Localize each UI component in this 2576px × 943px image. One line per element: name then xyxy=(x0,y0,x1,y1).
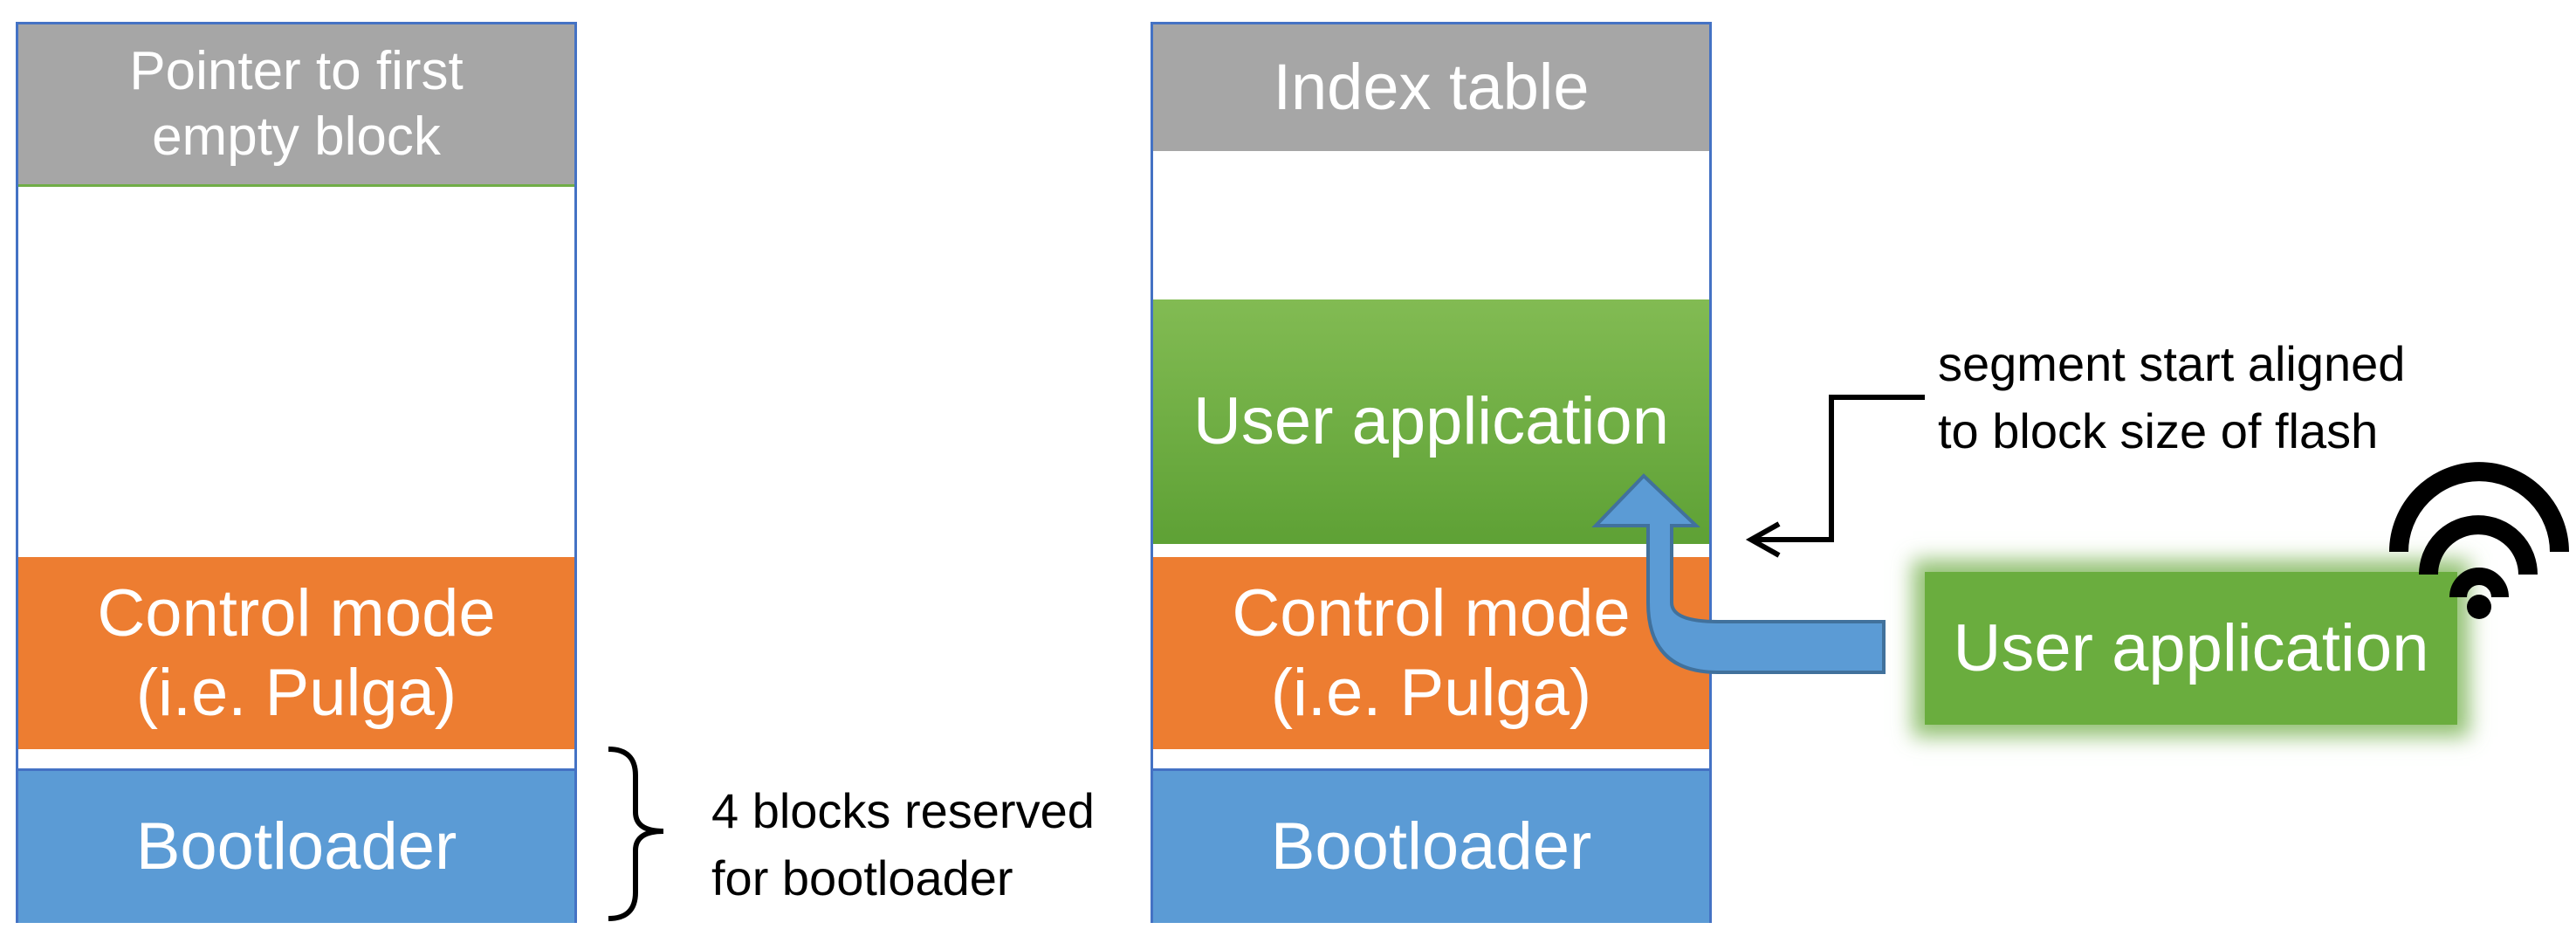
left-control-mode-block: Control mode (i.e. Pulga) xyxy=(18,557,574,749)
left-bootloader-block: Bootloader xyxy=(18,768,574,923)
right-control-mode-block: Control mode (i.e. Pulga) xyxy=(1153,557,1709,749)
incoming-user-application: User application xyxy=(1925,572,2457,725)
reserved-blocks-note: 4 blocks reserved for bootloader xyxy=(711,783,1095,906)
left-pointer-block: Pointer to first empty block xyxy=(18,24,574,187)
right-bootloader-block: Bootloader xyxy=(1153,768,1709,923)
left-memory-map: Pointer to first empty block Control mod… xyxy=(16,22,577,923)
bootloader-brace xyxy=(608,747,664,921)
alignment-arrowhead xyxy=(1745,521,1781,558)
alignment-note: segment start aligned to block size of f… xyxy=(1938,336,2406,459)
alignment-pointer-line xyxy=(1755,395,1925,542)
upload-arrow xyxy=(1591,473,1886,674)
right-index-table-block: Index table xyxy=(1153,24,1709,151)
wifi-icon xyxy=(2389,462,2569,619)
